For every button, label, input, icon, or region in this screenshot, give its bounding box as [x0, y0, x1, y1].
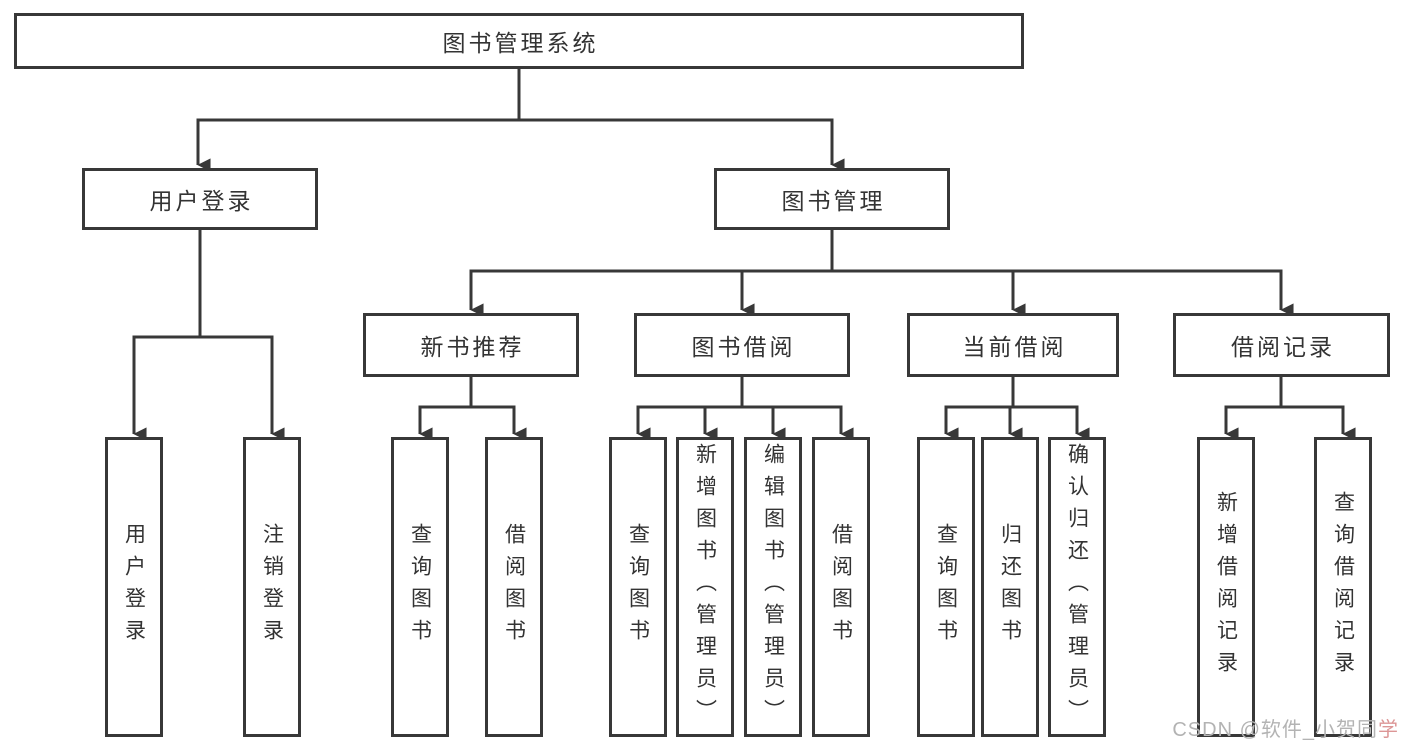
leaf-confirm-return-admin: 确认归还（管理员） — [1048, 437, 1106, 737]
wires-book-management — [469, 230, 1294, 317]
node-user-login: 用户登录 — [82, 168, 318, 230]
node-borrowing-records: 借阅记录 — [1173, 313, 1390, 377]
leaf-add-book-admin: 新增图书（管理员） — [676, 437, 734, 737]
wires-borrowing-records — [1224, 377, 1356, 441]
wires-book-borrowing — [636, 377, 854, 441]
wires-user-login — [132, 230, 285, 441]
csdn-watermark-accent: 学 — [1378, 719, 1399, 741]
leaf-borrow-books-recommend: 借阅图书 — [485, 437, 543, 737]
leaf-return-book: 归还图书 — [981, 437, 1039, 737]
node-book-borrowing: 图书借阅 — [634, 313, 850, 377]
wires-new-book-recommendation — [418, 377, 527, 441]
leaf-logout: 注销登录 — [243, 437, 301, 737]
wires-root — [196, 69, 845, 172]
leaf-add-borrow-record: 新增借阅记录 — [1197, 437, 1255, 737]
csdn-watermark-text: CSDN @软件_小贺同 — [1172, 719, 1378, 741]
node-library-management-system: 图书管理系统 — [14, 13, 1024, 69]
node-new-book-recommendation: 新书推荐 — [363, 313, 579, 377]
node-book-management: 图书管理 — [714, 168, 950, 230]
leaf-query-books-current: 查询图书 — [917, 437, 975, 737]
leaf-query-borrow-record: 查询借阅记录 — [1314, 437, 1372, 737]
leaf-edit-book-admin: 编辑图书（管理员） — [744, 437, 802, 737]
leaf-query-books-borrowing: 查询图书 — [609, 437, 667, 737]
csdn-watermark: CSDN @软件_小贺同学 — [1172, 713, 1399, 742]
leaf-user-login: 用户登录 — [105, 437, 163, 737]
node-current-borrowing: 当前借阅 — [907, 313, 1119, 377]
wires-current-borrowing — [944, 377, 1090, 441]
leaf-query-books-recommend: 查询图书 — [391, 437, 449, 737]
leaf-borrow-books: 借阅图书 — [812, 437, 870, 737]
